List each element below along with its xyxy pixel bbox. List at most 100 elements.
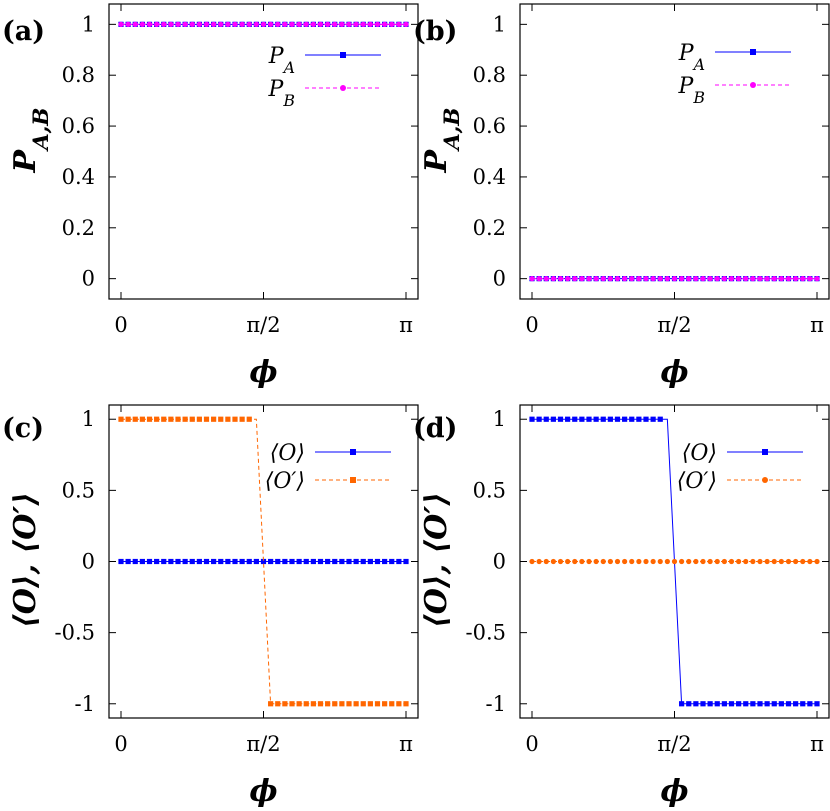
- data-point: [771, 701, 777, 707]
- data-point: [367, 701, 373, 707]
- data-point: [396, 558, 402, 565]
- data-point: [332, 21, 338, 27]
- data-point: [189, 21, 195, 27]
- data-point: [175, 21, 181, 27]
- legend-marker: [350, 477, 356, 483]
- data-point: [593, 276, 599, 282]
- y-axis-label: PA,B: [8, 107, 54, 173]
- x-axis-label: ϕ: [660, 355, 688, 390]
- data-point: [714, 701, 720, 707]
- data-point: [403, 701, 409, 707]
- data-point: [686, 276, 692, 282]
- data-point: [275, 701, 281, 707]
- panel-label: (d): [413, 413, 457, 444]
- data-point: [303, 701, 309, 707]
- data-point: [339, 701, 345, 707]
- data-point: [282, 21, 288, 27]
- data-point: [700, 276, 706, 282]
- series: ⟨O⟩: [529, 416, 820, 707]
- data-point: [289, 701, 295, 707]
- data-point: [132, 21, 138, 27]
- y-tick-label: 0.5: [473, 478, 506, 502]
- data-point: [736, 701, 742, 707]
- data-point: [693, 701, 699, 707]
- data-point: [543, 416, 549, 422]
- data-point: [389, 21, 395, 27]
- data-point: [310, 558, 316, 565]
- series: PA: [118, 21, 409, 77]
- x-axis-label: ϕ: [660, 774, 688, 809]
- legend-label: ⟨O′⟩: [677, 469, 717, 494]
- y-tick-label: 0.2: [473, 216, 506, 240]
- y-tick-label: -0.5: [466, 621, 507, 645]
- data-point: [650, 558, 656, 565]
- data-point: [814, 558, 820, 565]
- data-point: [793, 276, 799, 282]
- y-axis-label: ⟨O⟩, ⟨O′⟩: [419, 492, 454, 628]
- data-point: [743, 276, 749, 282]
- data-point: [550, 276, 556, 282]
- y-tick-label: 0.2: [62, 216, 95, 240]
- data-point: [629, 558, 635, 565]
- series: ⟨O⟩: [118, 441, 409, 565]
- data-point: [565, 558, 571, 565]
- data-point: [332, 701, 338, 707]
- data-point: [182, 416, 188, 422]
- data-point: [550, 416, 556, 422]
- data-point: [396, 701, 402, 707]
- data-point: [339, 558, 345, 565]
- data-point: [310, 701, 316, 707]
- data-point: [282, 701, 288, 707]
- data-point: [139, 21, 145, 27]
- data-point: [310, 21, 316, 27]
- data-point: [239, 558, 245, 565]
- data-point: [268, 21, 274, 27]
- data-point: [146, 558, 153, 565]
- data-point: [714, 276, 720, 282]
- data-point: [707, 558, 713, 565]
- data-point: [764, 276, 770, 282]
- data-point: [118, 558, 124, 565]
- series: PB: [118, 21, 409, 110]
- data-point: [614, 558, 621, 565]
- legend-label: ⟨O′⟩: [265, 469, 305, 494]
- data-point: [721, 558, 727, 565]
- panel-label: (c): [2, 413, 44, 444]
- legend-marker: [340, 85, 346, 91]
- data-point: [146, 416, 153, 422]
- data-point: [657, 416, 663, 422]
- data-point: [800, 558, 806, 565]
- data-point: [778, 701, 784, 707]
- data-point: [282, 558, 288, 565]
- data-point: [382, 701, 388, 707]
- data-point: [750, 558, 756, 565]
- series: PB: [529, 74, 820, 282]
- data-point: [800, 701, 806, 707]
- x-tick-label: π: [810, 732, 824, 756]
- x-tick-label: π/2: [246, 732, 280, 756]
- data-point: [374, 558, 381, 565]
- data-point: [218, 21, 224, 27]
- data-point: [686, 558, 692, 565]
- data-point: [693, 558, 699, 565]
- data-point: [189, 558, 195, 565]
- data-point: [636, 276, 642, 282]
- data-point: [367, 21, 373, 27]
- y-tick-label: 0.8: [62, 63, 95, 87]
- legend-marker: [350, 449, 356, 455]
- y-tick-label: 0: [82, 267, 95, 291]
- data-point: [118, 416, 124, 422]
- x-axis-label: ϕ: [249, 774, 277, 809]
- data-point: [203, 21, 210, 27]
- data-point: [679, 276, 685, 282]
- data-point: [664, 276, 670, 282]
- x-tick-label: π: [399, 732, 413, 756]
- data-point: [814, 276, 820, 282]
- data-point: [275, 558, 281, 565]
- data-point: [317, 21, 324, 27]
- data-point: [793, 701, 799, 707]
- data-point: [721, 276, 727, 282]
- data-point: [246, 558, 252, 565]
- data-point: [182, 558, 188, 565]
